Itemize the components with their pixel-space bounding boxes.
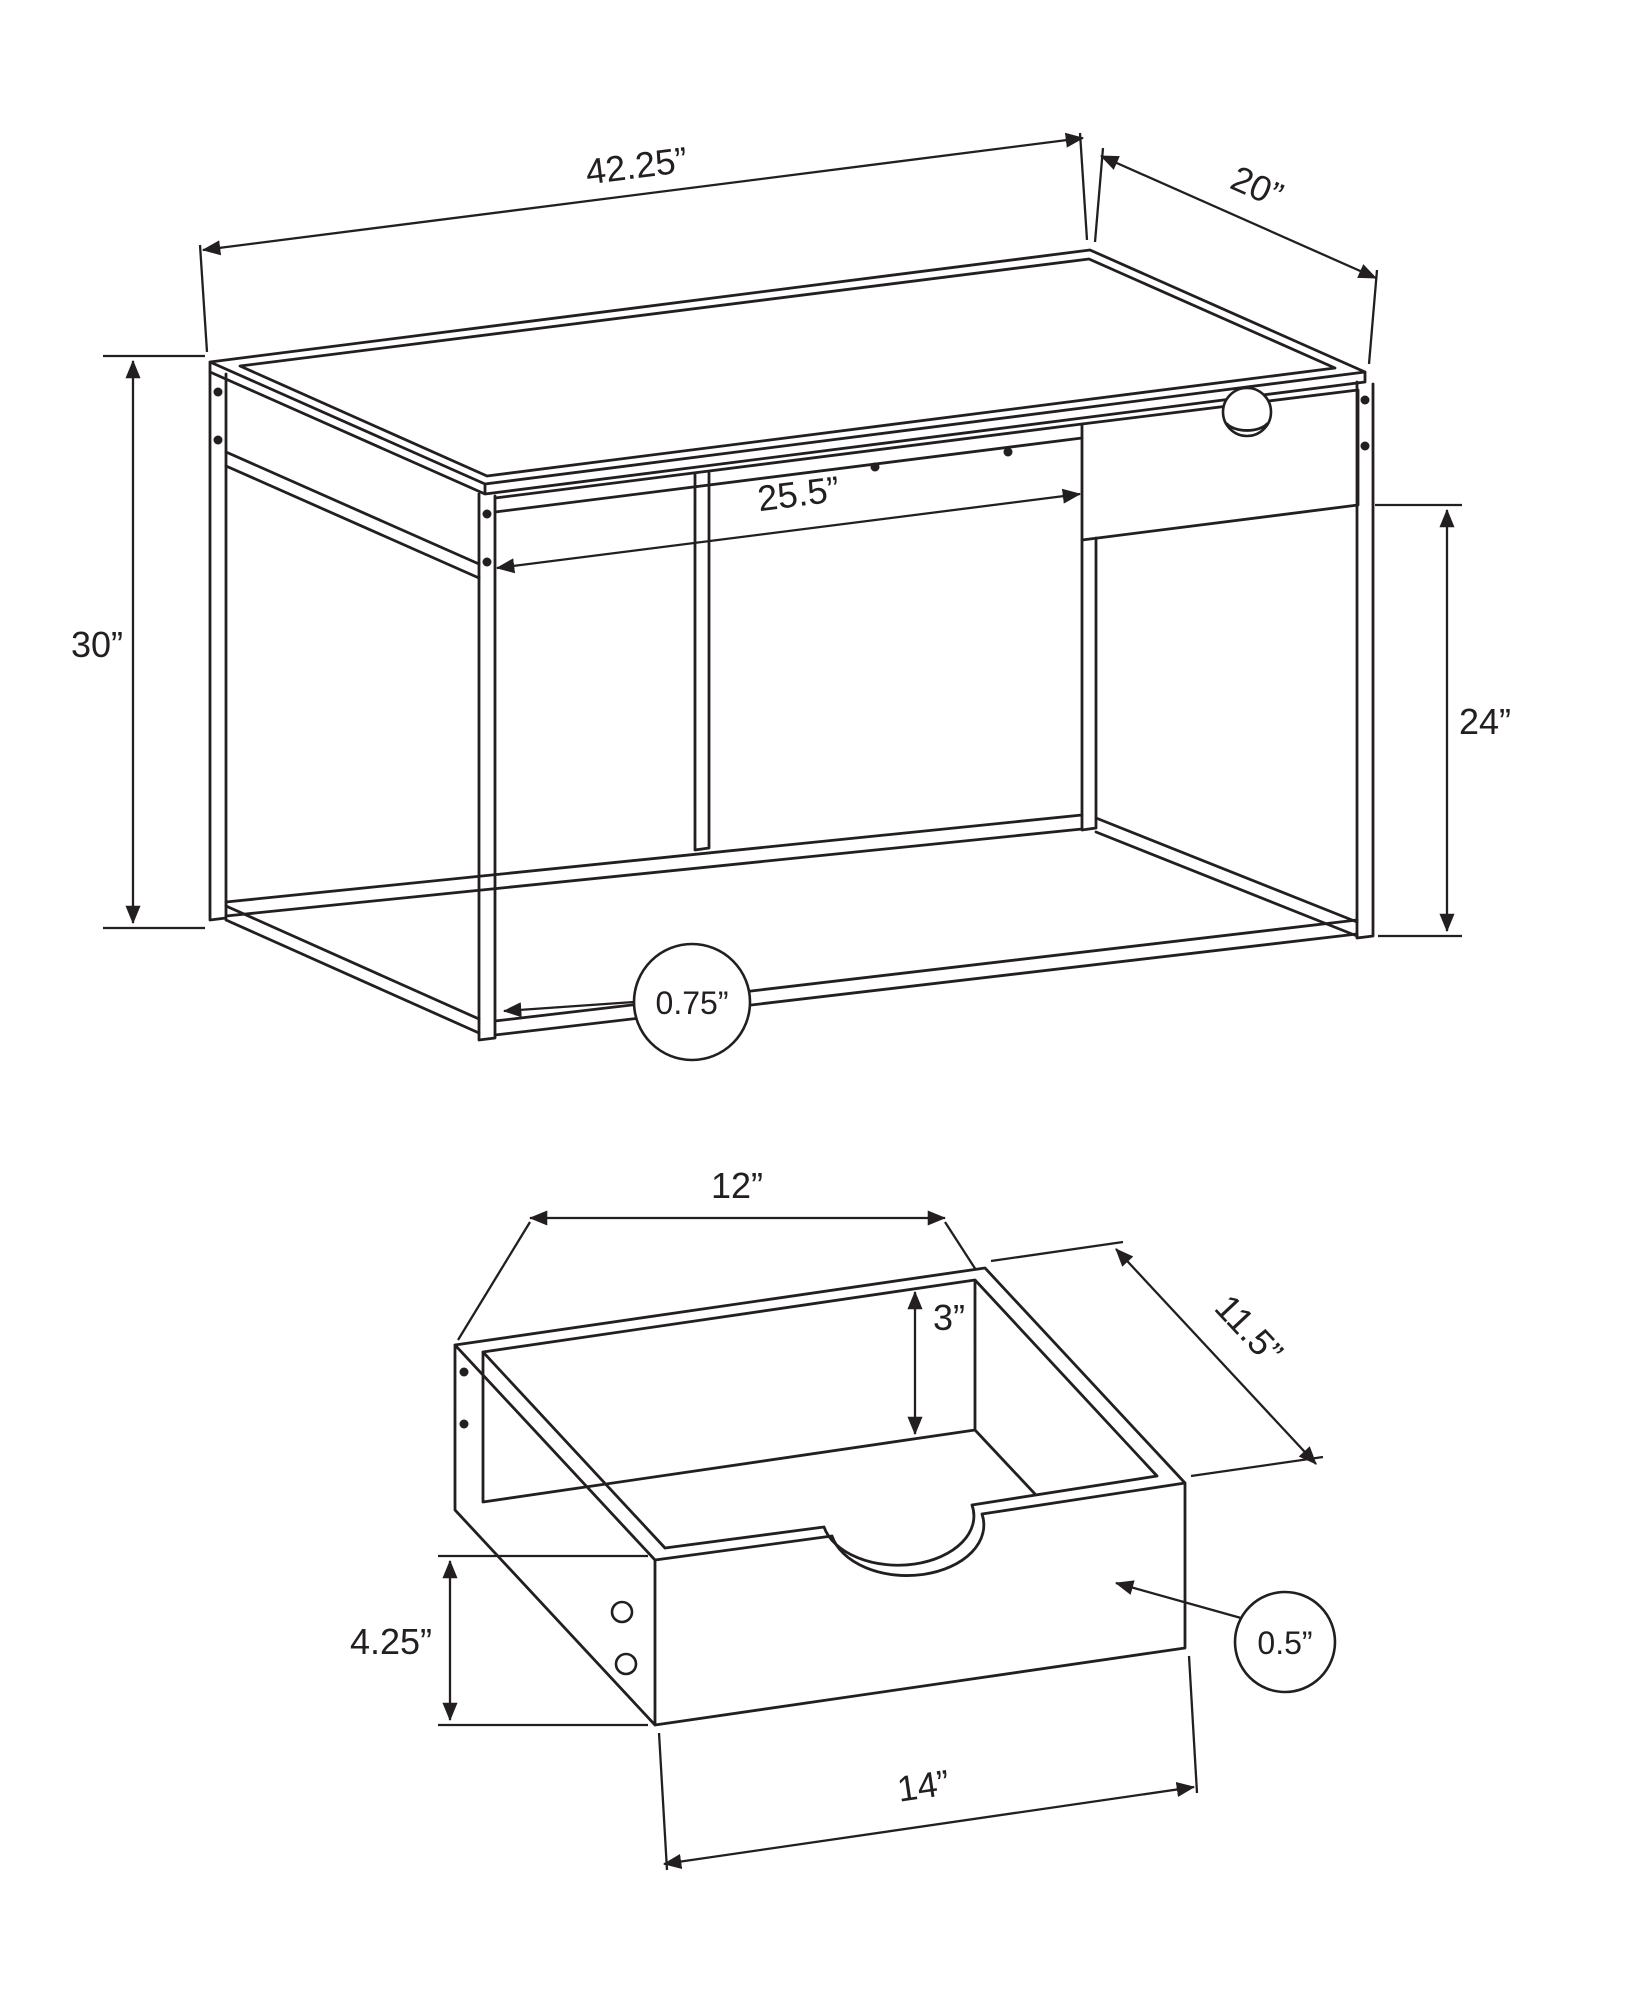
leg-clearance-label: 24” (1459, 701, 1511, 742)
desk-height-dimension: 30” (71, 354, 205, 930)
drawer-outer-shell (453, 1266, 1187, 1727)
inner-depth-label: 3” (933, 1297, 965, 1338)
extension-ticks (1375, 503, 1462, 938)
screw-dot (213, 435, 223, 445)
drawer-screw-holes (459, 1367, 638, 1676)
frame-tube-label: 0.75” (656, 985, 729, 1021)
drawer-front-height-dimension: 4.25” (350, 1554, 648, 1727)
opening-width-label: 12” (711, 1165, 763, 1206)
screw-dot (1360, 395, 1370, 405)
screw-dot (870, 462, 880, 472)
dimension-arrow (495, 488, 1082, 574)
dimension-arrow (201, 132, 1085, 256)
screw-dot (213, 387, 223, 397)
desk-tabletop (208, 248, 1367, 496)
desk-isometric-view (208, 248, 1375, 1042)
drawer-front-width-dimension: 14” (657, 1655, 1199, 1871)
extension-ticks (438, 1554, 648, 1727)
screw-dot (1003, 447, 1013, 457)
screw-hole (610, 1600, 634, 1624)
screw-hole (614, 1652, 638, 1676)
screw-dot (482, 557, 492, 567)
dimension-arrow (1115, 1248, 1317, 1465)
drawer-inner-depth-dimension: 3” (907, 1290, 965, 1436)
panel-thickness-label: 0.5” (1257, 1625, 1312, 1661)
desk-leg-clearance-dimension: 24” (1375, 503, 1511, 938)
extension-ticks (103, 354, 205, 930)
desk-frame-tube-callout: 0.75” (502, 942, 752, 1062)
dimension-arrow (662, 1782, 1196, 1869)
desk-width-dimension: 42.25” (198, 132, 1089, 353)
drawer-inner-rim (481, 1278, 1159, 1567)
drawer-isometric-view (453, 1266, 1187, 1727)
callout-leader-arrow (1114, 1580, 1242, 1620)
front-height-label: 4.25” (350, 1621, 432, 1662)
callout-circle (632, 942, 752, 1062)
front-width-label: 14” (894, 1762, 951, 1810)
desk-legs (208, 370, 1375, 1042)
drawer-finger-hole (1221, 386, 1273, 438)
callout-leader-arrow (502, 1000, 635, 1018)
screw-dot (459, 1367, 469, 1377)
extension-lines (457, 1221, 977, 1341)
drawer-panel-thickness-callout: 0.5” (1114, 1580, 1337, 1694)
drawer-opening-width-dimension: 12” (457, 1165, 977, 1341)
callout-circle (1233, 1590, 1337, 1694)
screw-dot (459, 1419, 469, 1429)
screw-dot (1360, 441, 1370, 451)
desk-screw-dots (213, 387, 1370, 567)
screw-dot (482, 509, 492, 519)
desk-frame-rails (224, 422, 1359, 1037)
finger-hole-shading-arc (1225, 422, 1269, 432)
dimension-arrow (1099, 154, 1378, 280)
desk-height-label: 30” (71, 624, 123, 665)
